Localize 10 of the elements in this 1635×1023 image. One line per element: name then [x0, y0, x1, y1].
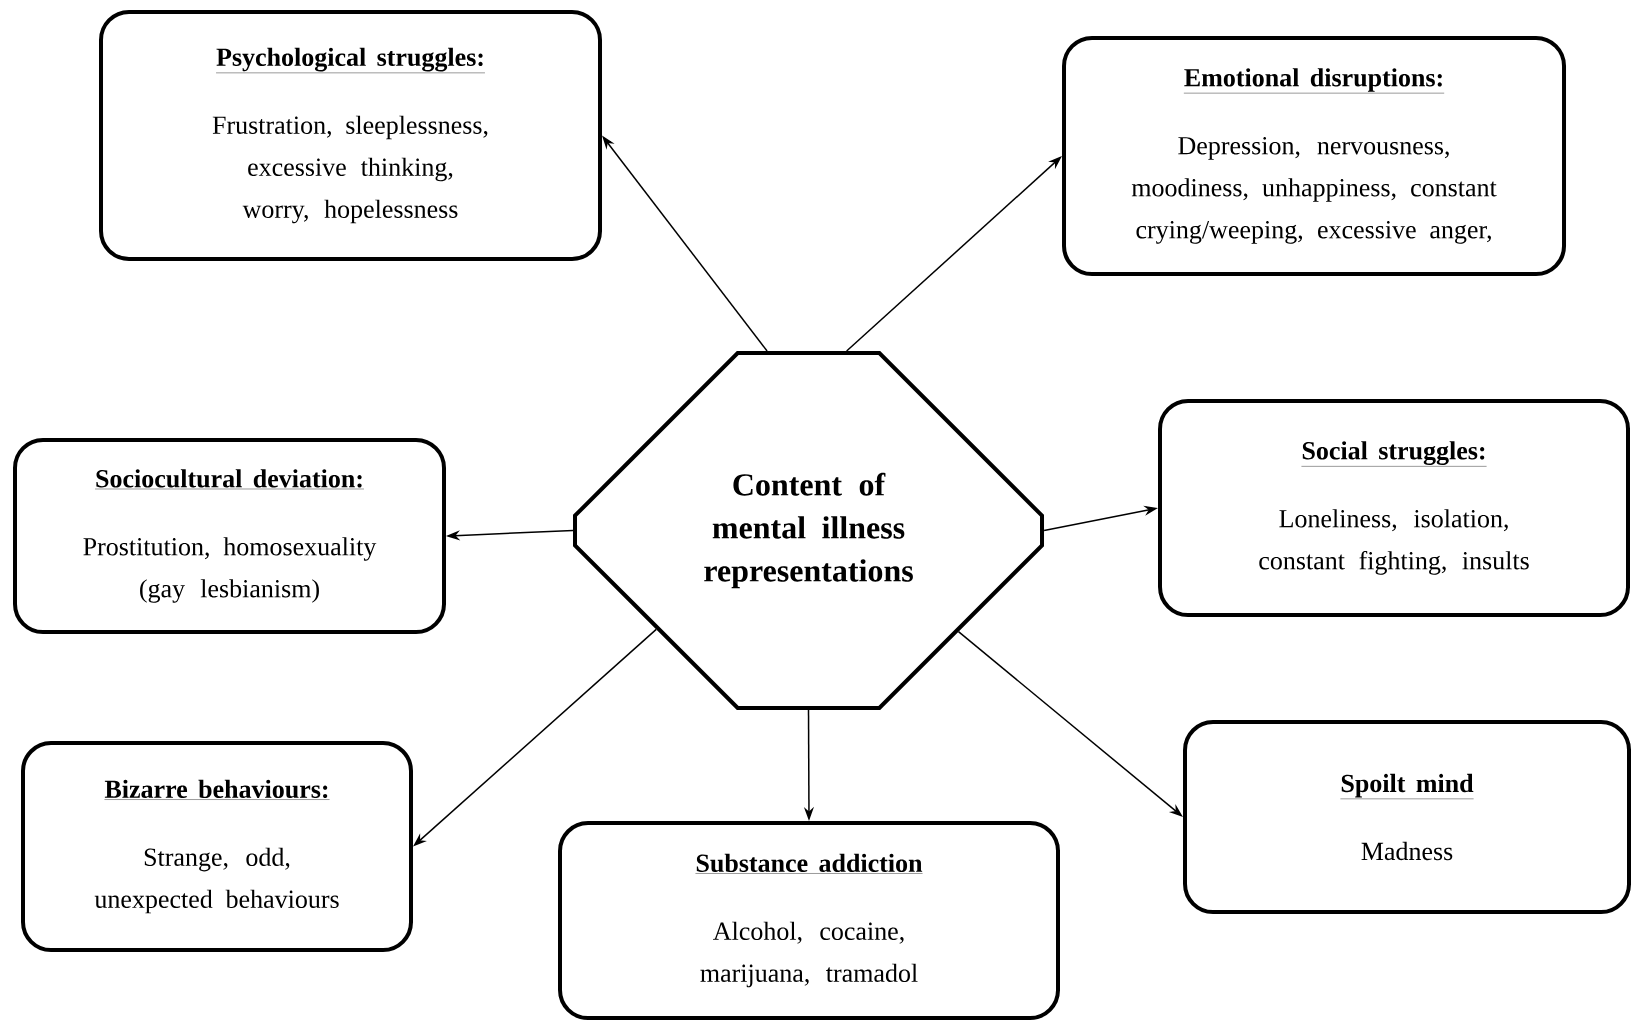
octagon: Content of mental illness representations [573, 351, 1044, 710]
category-box: Social struggles: Loneliness, isolation, constant fighting, insults [1158, 399, 1630, 617]
arrow [845, 156, 1062, 352]
category-box: Emotional disruptions: Depression, nervousness, moodiness, unhappiness, constant crying/weeping, excessive anger, [1062, 36, 1566, 276]
category-box: Bizarre behaviours: Strange, odd, unexpected behaviours [21, 741, 413, 952]
category-box: Substance addiction Alcohol, cocaine, marijuana, tramadol [558, 821, 1060, 1020]
category-box: Sociocultural deviation: Prostitution, homosexuality (gay lesbianism) [13, 438, 446, 634]
category-box: Spoilt mind Madness [1183, 720, 1631, 914]
category-box: Psychological struggles: Frustration, sleeplessness, excessive thinking, worry, hopelessness [99, 10, 602, 261]
arrow [957, 630, 1183, 817]
